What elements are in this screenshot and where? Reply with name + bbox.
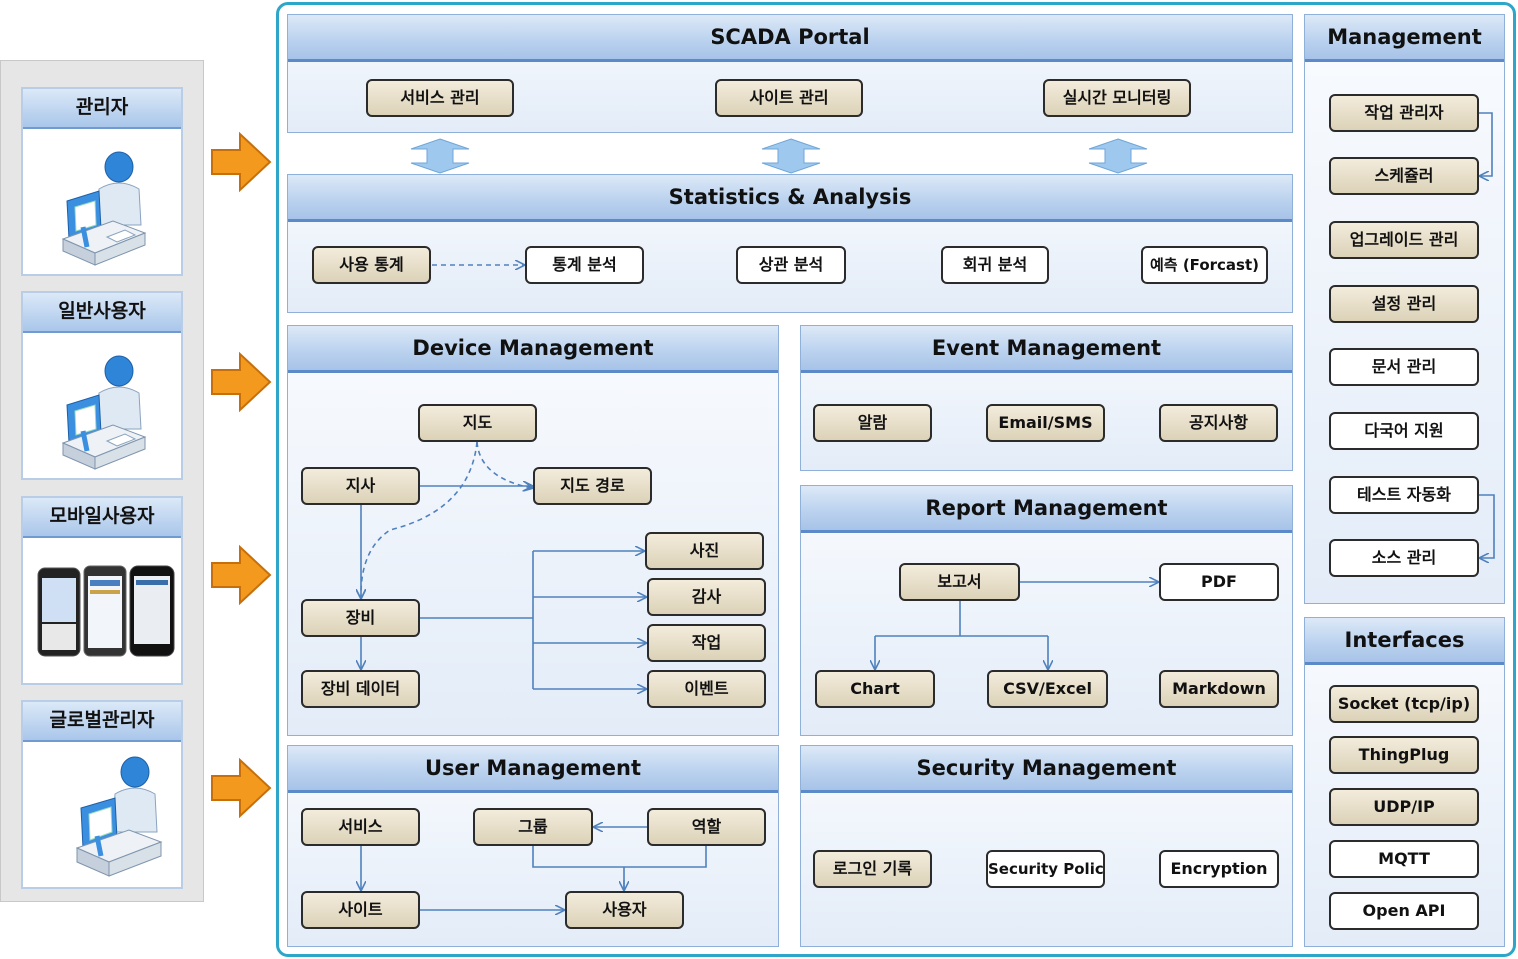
document-management-node: 문서 관리 [1329, 348, 1479, 386]
section-title: Interfaces [1305, 618, 1504, 665]
equipment-node: 장비 [301, 599, 420, 637]
smartphones-icon [23, 538, 181, 683]
orange-arrow-icon [211, 351, 272, 413]
encryption-node: Encryption [1159, 850, 1279, 888]
user-card-title: 일반사용자 [23, 293, 181, 333]
section-title: Security Management [801, 746, 1292, 793]
realtime-monitoring-node: 실시간 모니터링 [1043, 79, 1191, 117]
security-management-section: Security Management [800, 745, 1293, 947]
orange-arrow-icon [211, 757, 272, 819]
task-manager-node: 작업 관리자 [1329, 94, 1479, 132]
report-node: 보고서 [899, 563, 1020, 601]
statistical-analysis-node: 통계 분석 [525, 246, 644, 284]
forecast-node: 예측 (Forcast) [1141, 246, 1268, 284]
correlation-analysis-node: 상관 분석 [736, 246, 846, 284]
section-title: Device Management [288, 326, 778, 373]
open-api-node: Open API [1329, 892, 1479, 930]
pdf-node: PDF [1159, 563, 1279, 601]
chart-node: Chart [815, 670, 935, 708]
photo-node: 사진 [645, 532, 764, 570]
admin-desk-icon [23, 129, 181, 274]
settings-management-node: 설정 관리 [1329, 285, 1479, 323]
user-card-title: 글로벌관리자 [23, 702, 181, 742]
branch-node: 지사 [301, 467, 420, 505]
user-card-title: 모바일사용자 [23, 498, 181, 538]
user-card-general: 일반사용자 [21, 291, 183, 480]
user-card-admin: 관리자 [21, 87, 183, 276]
equipment-data-node: 장비 데이터 [301, 670, 420, 708]
section-title: Statistics & Analysis [288, 175, 1292, 222]
section-title: User Management [288, 746, 778, 793]
site-management-node: 사이트 관리 [715, 79, 863, 117]
user-node: 사용자 [565, 891, 684, 929]
section-title: Management [1305, 15, 1504, 62]
orange-arrow-icon [211, 544, 272, 606]
user-card-global-admin: 글로벌관리자 [21, 700, 183, 889]
user-desk-icon [23, 333, 181, 478]
bidirectional-arrow-icon [1088, 138, 1148, 174]
map-route-node: 지도 경로 [533, 467, 652, 505]
bidirectional-arrow-icon [761, 138, 821, 174]
user-card-title: 관리자 [23, 89, 181, 129]
site-node: 사이트 [301, 891, 420, 929]
csv-excel-node: CSV/Excel [987, 670, 1108, 708]
mqtt-node: MQTT [1329, 840, 1479, 878]
statistics-analysis-section: Statistics & Analysis [287, 174, 1293, 313]
upgrade-management-node: 업그레이드 관리 [1329, 221, 1479, 259]
group-node: 그룹 [473, 808, 593, 846]
section-title: SCADA Portal [288, 15, 1292, 62]
event-management-section: Event Management [800, 325, 1293, 471]
map-node: 지도 [418, 404, 537, 442]
security-policy-node: Security Policy [986, 850, 1105, 888]
orange-arrow-icon [211, 131, 272, 193]
role-node: 역할 [647, 808, 766, 846]
regression-analysis-node: 회귀 분석 [941, 246, 1049, 284]
section-title: Event Management [801, 326, 1292, 373]
work-node: 작업 [647, 624, 766, 662]
test-automation-node: 테스트 자동화 [1329, 476, 1479, 514]
event-node: 이벤트 [647, 670, 766, 708]
service-management-node: 서비스 관리 [366, 79, 514, 117]
login-history-node: 로그인 기록 [813, 850, 932, 888]
notice-node: 공지사항 [1159, 404, 1278, 442]
user-card-mobile: 모바일사용자 [21, 496, 183, 685]
socket-tcpip-node: Socket (tcp/ip) [1329, 685, 1479, 723]
bidirectional-arrow-icon [410, 138, 470, 174]
section-title: Report Management [801, 486, 1292, 533]
markdown-node: Markdown [1159, 670, 1279, 708]
multilanguage-support-node: 다국어 지원 [1329, 412, 1479, 450]
scheduler-node: 스케쥴러 [1329, 157, 1479, 195]
global-admin-desk-icon [23, 742, 181, 887]
usage-statistics-node: 사용 통계 [312, 246, 431, 284]
audit-node: 감사 [647, 578, 766, 616]
udp-ip-node: UDP/IP [1329, 788, 1479, 826]
email-sms-node: Email/SMS [986, 404, 1105, 442]
source-management-node: 소스 관리 [1329, 539, 1479, 577]
thingplug-node: ThingPlug [1329, 736, 1479, 774]
service-node: 서비스 [301, 808, 420, 846]
alarm-node: 알람 [813, 404, 932, 442]
